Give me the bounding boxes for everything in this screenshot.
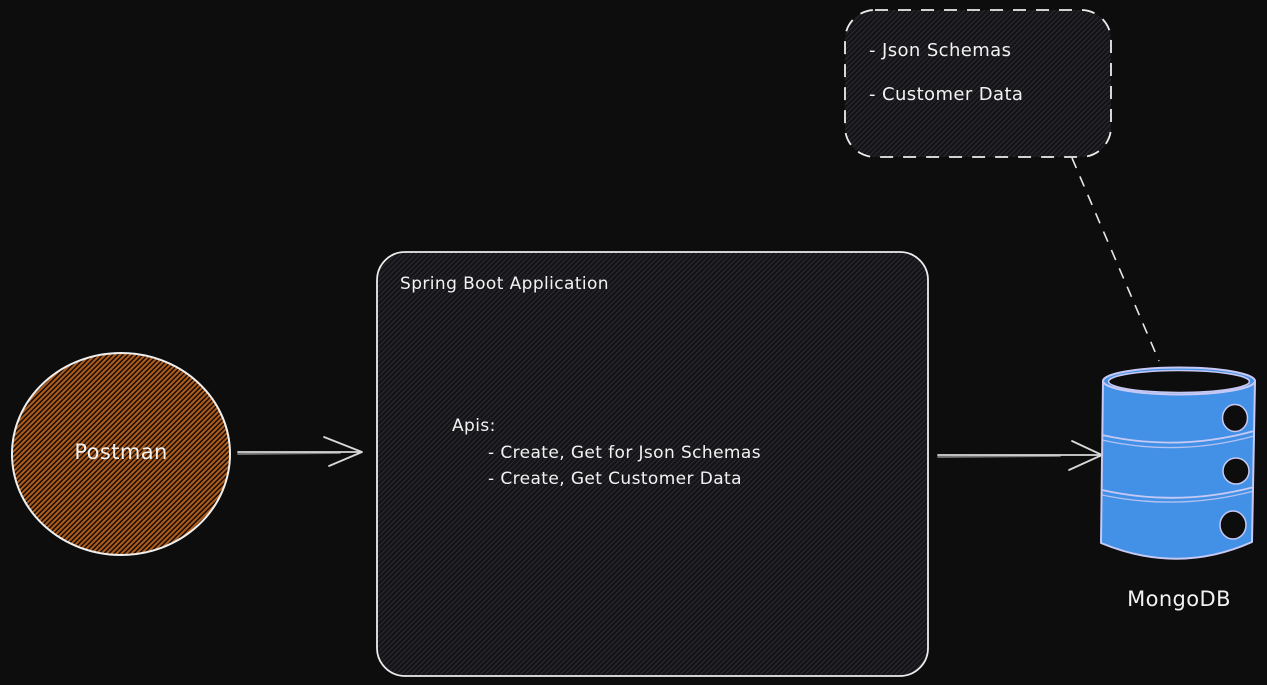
note-line: - Customer Data	[869, 84, 1024, 105]
api-list-item: - Create, Get for Json Schemas	[488, 443, 761, 463]
arrow-postman-to-app	[237, 436, 363, 467]
apis-heading: Apis:	[452, 416, 496, 436]
mongodb-label: MongoDB	[1127, 587, 1231, 611]
postman-label: Postman	[74, 440, 168, 464]
connector-note-to-mongodb	[1071, 157, 1160, 362]
note-line: - Json Schemas	[869, 40, 1012, 61]
arrow-app-to-mongodb	[937, 440, 1103, 471]
data-note-box	[844, 9, 1112, 158]
spring-boot-app-box	[376, 251, 929, 677]
database-cylinder-icon	[1100, 366, 1256, 560]
spring-boot-app-title: Spring Boot Application	[400, 274, 609, 294]
api-list-item: - Create, Get Customer Data	[488, 469, 742, 489]
postman-circle	[11, 352, 231, 556]
